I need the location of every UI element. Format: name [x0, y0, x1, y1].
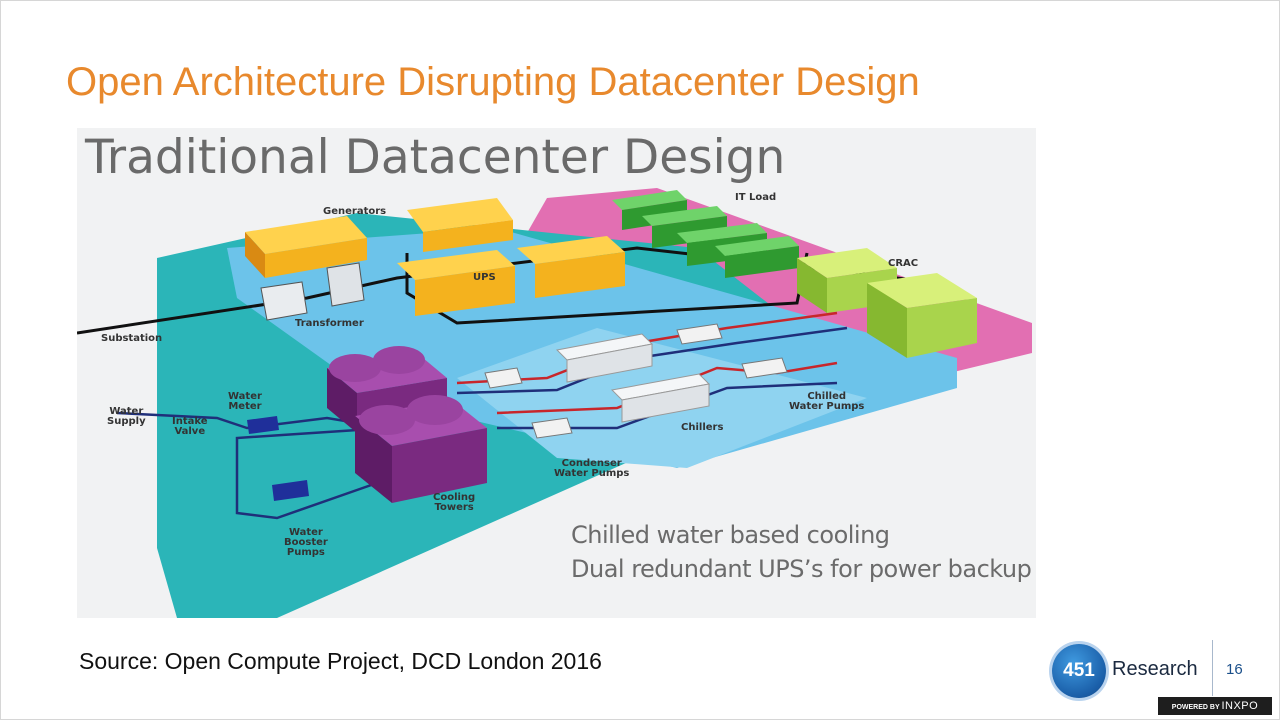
- label-it-load: IT Load: [735, 192, 777, 203]
- 451-research-logo: 451 Research: [1052, 641, 1202, 699]
- powered-by-badge: POWERED BY INXPO: [1158, 697, 1272, 715]
- diagram-caption: Chilled water based cooling Dual redunda…: [571, 518, 1032, 586]
- label-water-meter: Water Meter: [228, 391, 262, 412]
- caption-line-1: Chilled water based cooling: [571, 521, 890, 549]
- label-water-booster-pumps: Water Booster Pumps: [284, 527, 328, 558]
- label-chillers: Chillers: [681, 422, 724, 433]
- crac-units: [797, 248, 977, 358]
- footer-divider: [1212, 640, 1213, 696]
- label-ups: UPS: [473, 272, 496, 283]
- label-chilled-water-pumps: Chilled Water Pumps: [789, 391, 865, 412]
- datacenter-diagram: Traditional Datacenter Design Generators…: [77, 128, 1036, 618]
- slide-title: Open Architecture Disrupting Datacenter …: [66, 60, 920, 104]
- label-water-supply: Water Supply: [107, 406, 146, 427]
- label-cooling-towers: Cooling Towers: [433, 492, 476, 513]
- pumps-group: [247, 323, 788, 501]
- logo-wordmark: Research: [1112, 658, 1198, 680]
- label-crac: CRAC: [888, 258, 919, 269]
- transformer-box: [260, 281, 308, 321]
- source-citation: Source: Open Compute Project, DCD London…: [79, 648, 602, 674]
- generators-group: [245, 198, 513, 278]
- logo-badge: 451: [1052, 644, 1106, 698]
- page-number: 16: [1226, 661, 1243, 678]
- diagram-heading: Traditional Datacenter Design: [85, 130, 786, 185]
- ups-group: [397, 236, 625, 316]
- chillers-group: [555, 333, 711, 423]
- label-intake-valve: Intake Valve: [172, 416, 208, 437]
- switchgear-box: [326, 262, 365, 307]
- caption-line-2: Dual redundant UPS’s for power backup: [571, 555, 1032, 583]
- cooling-towers: [327, 346, 487, 503]
- powered-by-text: POWERED BY: [1171, 704, 1220, 711]
- label-substation: Substation: [101, 333, 163, 344]
- label-condenser-water-pumps: Condenser Water Pumps: [554, 458, 630, 479]
- powered-by-brand: INXPO: [1221, 700, 1259, 712]
- it-load-racks: [612, 190, 799, 278]
- condenser-pipe-red: [496, 361, 838, 415]
- label-transformer: Transformer: [295, 318, 364, 329]
- diagram-artwork: [77, 188, 1032, 618]
- label-generators: Generators: [323, 206, 387, 217]
